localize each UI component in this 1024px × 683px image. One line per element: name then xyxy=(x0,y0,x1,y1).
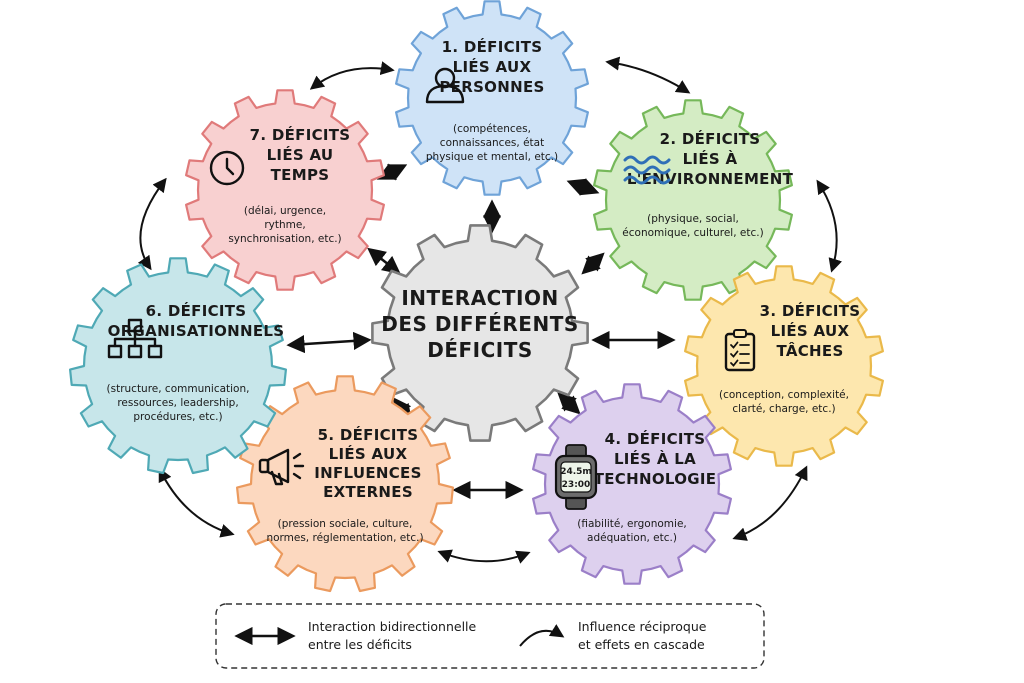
gear-desc-line: clarté, charge, etc.) xyxy=(732,403,835,415)
legend-bidirectional-line-1: Interaction bidirectionnelle xyxy=(308,619,477,634)
gear-desc-line: (délai, urgence, xyxy=(244,205,326,217)
bidirectional-arrow xyxy=(557,392,581,415)
clock-icon xyxy=(209,150,245,186)
legend-cascade-line-1: Influence réciproque xyxy=(578,619,707,634)
gear-desc-line: économique, culturel, etc.) xyxy=(622,227,763,239)
legend-cascade-line-2: et effets en cascade xyxy=(578,637,705,652)
gear-title-line: LIÉS AUX xyxy=(329,444,408,463)
gear-title-line: 7. DÉFICITS xyxy=(250,125,351,144)
smartwatch-icon: 24.5m 23:00 xyxy=(554,444,598,510)
clipboard-checklist-icon xyxy=(724,329,756,372)
gear-title-line: INFLUENCES xyxy=(314,464,421,482)
gear-title-line: PERSONNES xyxy=(439,78,544,96)
watch-display-line-2: 23:00 xyxy=(562,480,591,490)
gear-desc-line: rythme, xyxy=(264,219,305,231)
gear-desc-line: normes, réglementation, etc.) xyxy=(266,532,423,544)
cascade-arrow xyxy=(732,465,808,541)
gear-title-line: LIÉS À xyxy=(683,149,738,168)
gear-title-line: 3. DÉFICITS xyxy=(760,301,861,320)
gear-title-line: 6. DÉFICITS xyxy=(146,301,247,320)
gear-title-line: LIÉS À LA xyxy=(614,449,696,468)
gear-desc-line: (physique, social, xyxy=(647,213,739,225)
gear-desc-line: adéquation, etc.) xyxy=(587,532,677,544)
gear-title-line: 2. DÉFICITS xyxy=(660,129,761,148)
gear-shape-taches xyxy=(684,265,884,467)
gear-desc-line: (fiabilité, ergonomie, xyxy=(577,518,687,530)
gear-desc-line: synchronisation, etc.) xyxy=(228,233,341,245)
waves-icon xyxy=(623,155,671,185)
cascade-arrow xyxy=(158,467,235,538)
gear-title-line: TÂCHES xyxy=(776,341,843,360)
bidirectional-arrow xyxy=(581,252,605,275)
gear-title-line: TECHNOLOGIE xyxy=(594,470,717,488)
gear-organisationnels: 6. DÉFICITS ORGANISATIONNELS (structure, c… xyxy=(69,257,287,475)
legend: Interaction bidirectionnelle entre les d… xyxy=(215,603,765,669)
cascade-arrow xyxy=(816,179,843,273)
center-gear-shape xyxy=(371,224,589,442)
gear-shape-environnement xyxy=(593,99,793,301)
legend-box xyxy=(215,603,765,669)
gear-desc-line: (structure, communication, xyxy=(107,383,250,395)
gear-title-line: ORGANISATIONNELS xyxy=(108,322,285,340)
watch-display-line-1: 24.5m xyxy=(560,467,592,477)
cascade-arrow xyxy=(137,177,167,271)
gear-title-line: L'ENVIRONNEMENT xyxy=(627,170,794,188)
legend-bidirectional-line-2: entre les déficits xyxy=(308,637,412,652)
gear-shape-temps xyxy=(185,89,385,291)
gear-desc-line: ressources, leadership, xyxy=(117,397,238,409)
gear-desc-line: connaissances, état xyxy=(440,137,544,149)
gear-desc-line: procédures, etc.) xyxy=(133,411,222,423)
cascade-arrow xyxy=(309,61,395,90)
gear-desc-line: physique et mental, etc.) xyxy=(426,151,558,163)
bidirectional-arrow xyxy=(566,178,600,196)
gear-title-line: EXTERNES xyxy=(323,483,413,501)
bidirectional-arrow xyxy=(286,331,372,354)
gear-title-line: 4. DÉFICITS xyxy=(605,429,706,448)
gear-title-line: LIÉS AUX xyxy=(453,57,532,76)
gear-desc-line: (pression sociale, culture, xyxy=(278,518,413,530)
gear-shape-personnes xyxy=(395,0,589,196)
gear-desc-line: (conception, complexité, xyxy=(719,389,849,401)
cascade-arrow xyxy=(605,56,691,94)
legend-curved-arrow-icon xyxy=(519,624,565,647)
megaphone-icon xyxy=(258,448,305,486)
gear-desc-line: (compétences, xyxy=(453,123,531,135)
gear-title-line: 5. DÉFICITS xyxy=(318,425,419,444)
gear-shape-technologie xyxy=(532,383,732,585)
bidirectional-arrow xyxy=(367,247,401,275)
center-title-line: DÉFICITS xyxy=(427,338,533,362)
gear-shape-organisationnels xyxy=(69,257,287,475)
gear-title-line: LIÉS AU xyxy=(267,145,334,164)
center-title-line: INTERACTION xyxy=(401,286,558,310)
org-chart-icon xyxy=(107,318,163,359)
person-icon xyxy=(425,67,465,104)
cascade-arrow xyxy=(437,549,531,564)
gear-title-line: 1. DÉFICITS xyxy=(442,37,543,56)
gear-title-line: LIÉS AUX xyxy=(771,321,850,340)
gear-title-line: TEMPS xyxy=(271,166,330,184)
center-title-line: DES DIFFÉRENTS xyxy=(381,312,579,336)
